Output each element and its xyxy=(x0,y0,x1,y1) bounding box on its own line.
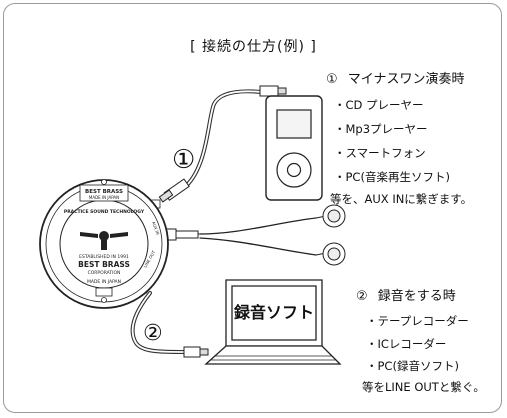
device-brand: BEST BRASS xyxy=(78,260,130,269)
section2-heading-row: ② 録音をする時 xyxy=(356,290,456,304)
plug-aux xyxy=(158,178,190,203)
earphones-icon xyxy=(315,204,346,266)
section1-heading-row: ① マイナスワン演奏時 xyxy=(326,73,465,87)
section1-item: ・CD プレーヤー xyxy=(334,98,424,112)
section1-item: ・PC(音楽再生ソフト) xyxy=(334,170,450,184)
section1-item: ・スマートフォン xyxy=(334,146,426,160)
laptop-screen-label: 録音ソフト xyxy=(234,303,314,322)
section2-marker: ② xyxy=(356,289,368,304)
device-port-aux: AUX IN xyxy=(151,221,160,236)
device-label-top: BEST BRASS xyxy=(85,189,123,195)
device-label-top-sub: MADE IN JAPAN xyxy=(89,195,119,200)
plug-laptop xyxy=(183,346,209,358)
diagram-title: [ 接続の仕方(例) ] xyxy=(190,39,317,55)
device-ring-top: PRACTICE SOUND TECHNOLOGY xyxy=(64,209,145,215)
section2-note: 等をLINE OUTと繋ぐ。 xyxy=(362,380,485,394)
section2-item: ・ICレコーダー xyxy=(366,337,447,351)
section2-heading: 録音をする時 xyxy=(377,289,456,304)
callout-two: ② xyxy=(143,321,163,346)
cables xyxy=(130,89,317,354)
device-corp: CORPORATION xyxy=(88,270,121,276)
device-label-middle: ESTABLISHED IN 1991 xyxy=(79,254,129,260)
section1-marker: ① xyxy=(326,72,338,87)
mp3-player-icon xyxy=(265,95,323,201)
section1-heading: マイナスワン演奏時 xyxy=(347,72,465,87)
device-label-bottom: MADE IN JAPAN xyxy=(87,279,121,285)
section1-note: 等を、AUX INに繋ぎます。 xyxy=(330,192,473,206)
section2-item: ・PC(録音ソフト) xyxy=(366,359,459,373)
best-brass-device xyxy=(39,179,169,309)
section1-item: ・Mp3プレーヤー xyxy=(334,122,428,136)
section2-item: ・テープレコーダー xyxy=(366,314,469,328)
callout-one: ① xyxy=(172,145,195,175)
laptop-icon xyxy=(204,279,342,365)
plug-mp3 xyxy=(259,85,287,97)
diagram-frame xyxy=(3,3,502,413)
